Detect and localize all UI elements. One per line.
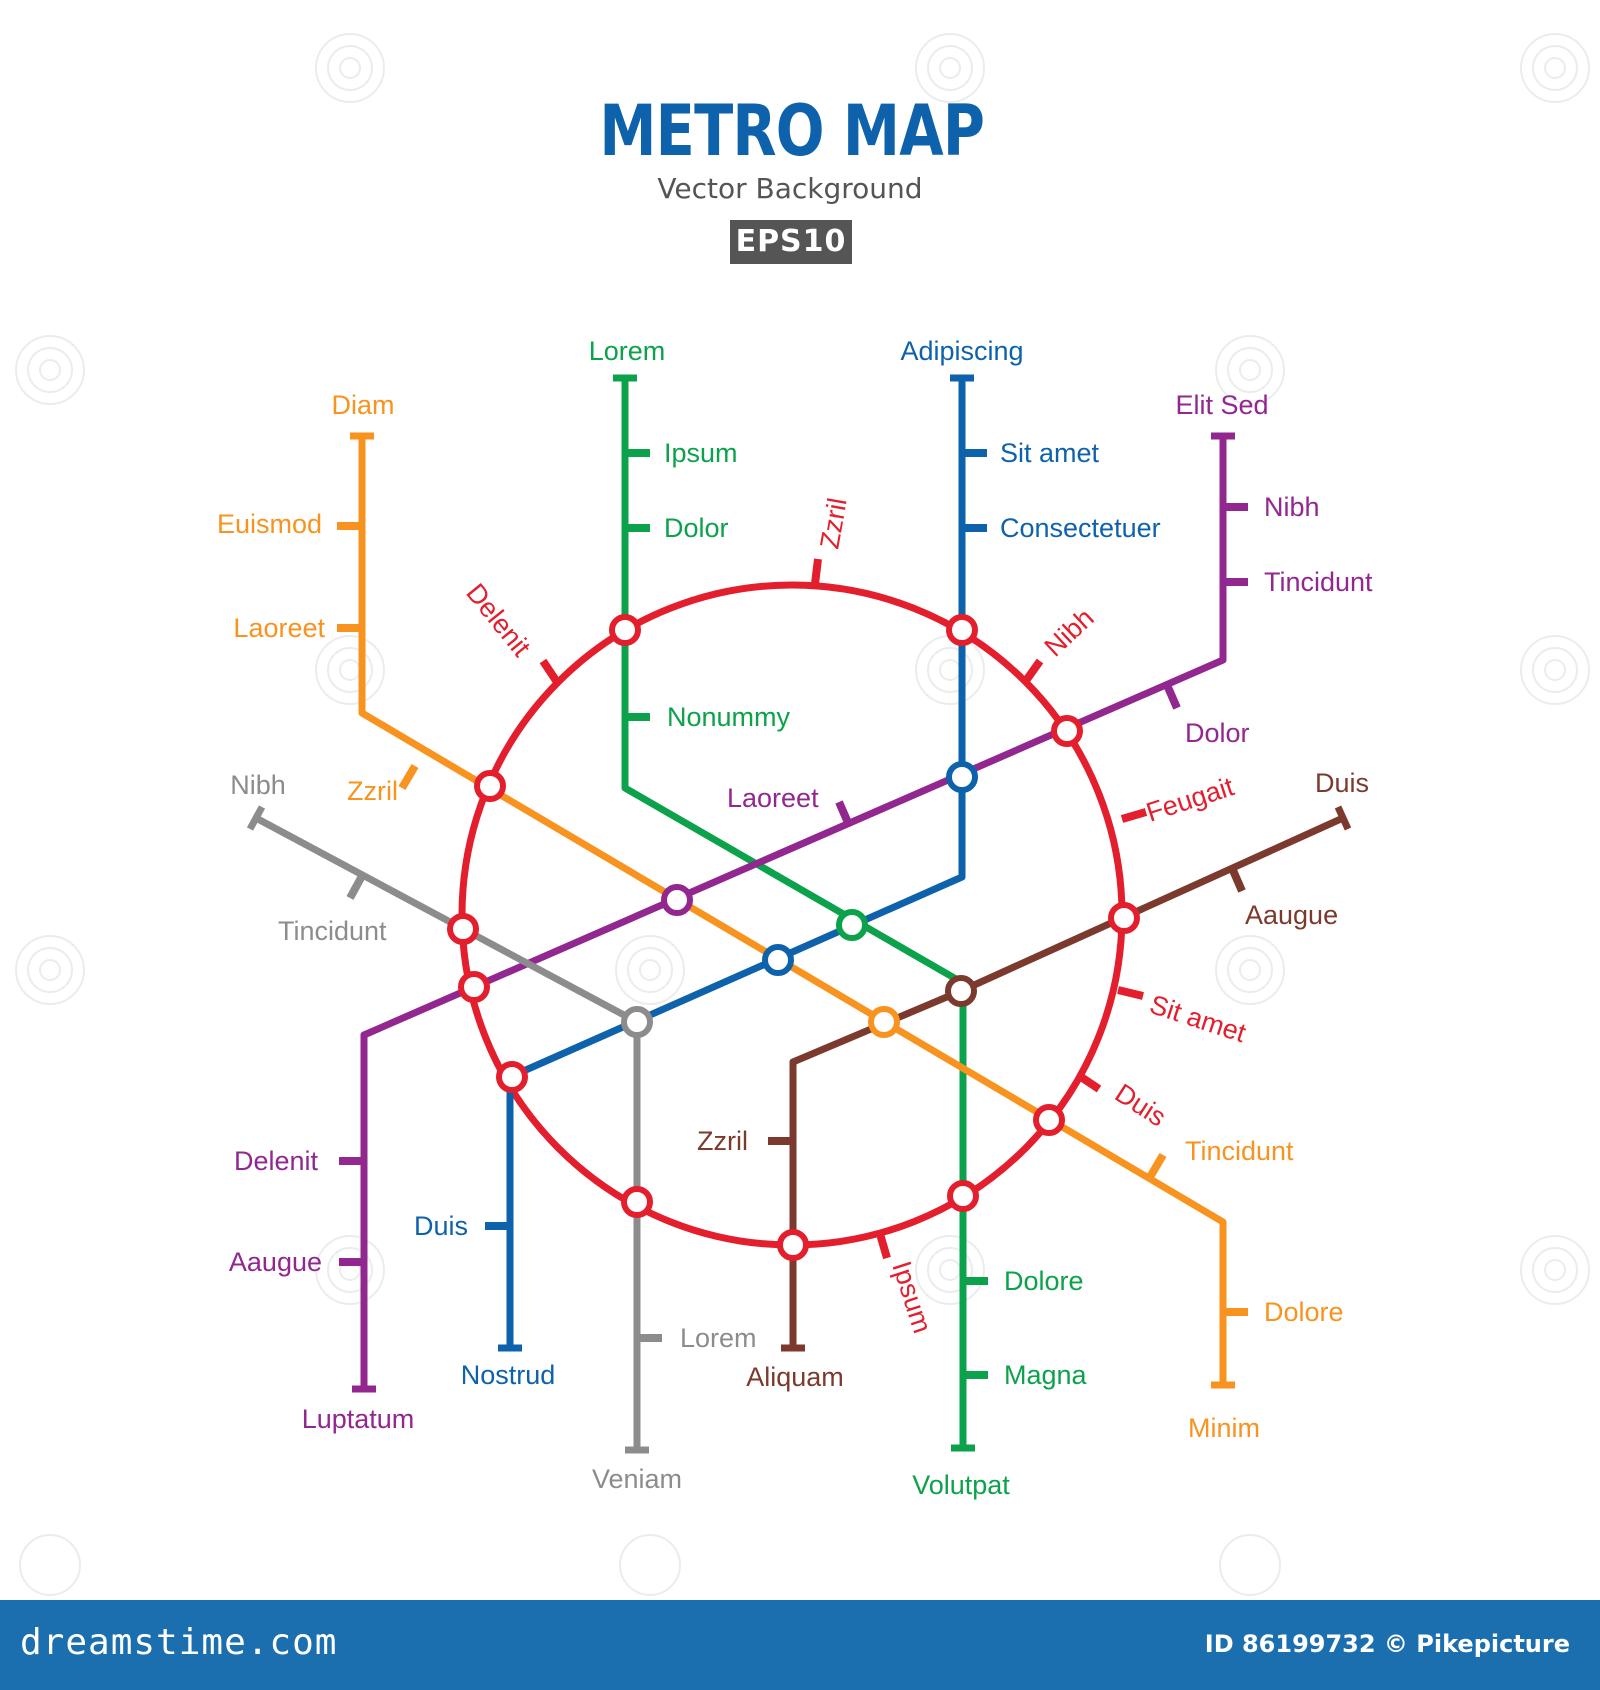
station-red-purple-west[interactable] <box>458 971 490 1003</box>
brown-end-top <box>1334 805 1352 831</box>
orange-stop-laoreet: Laoreet <box>233 613 325 643</box>
station-red-green-south[interactable] <box>947 1180 979 1212</box>
gray-stop-lorem: Lorem <box>680 1323 757 1353</box>
red-tick-6 <box>1075 1071 1102 1093</box>
eps-badge: EPS10 <box>730 220 852 264</box>
gray-terminal-top: Nibh <box>230 770 286 800</box>
footer-bar: dreamstime.com ID 86199732 © Pikepicture <box>0 1600 1600 1690</box>
red-tick-4 <box>1120 808 1148 823</box>
station-green-blue[interactable] <box>836 909 868 941</box>
purple-stop-laoreet: Laoreet <box>727 783 819 813</box>
red-tick-3 <box>1021 658 1044 685</box>
station-blue-purple[interactable] <box>946 761 978 793</box>
dreamstime-logo[interactable]: dreamstime.com <box>20 1622 338 1663</box>
green-stop-nonummy: Nonummy <box>667 702 791 732</box>
purple-tick-3 <box>1163 683 1181 710</box>
red-tick-7 <box>876 1232 891 1260</box>
brown-terminal-top: Duis <box>1315 768 1369 798</box>
brown-terminal-bottom: Aliquam <box>746 1362 844 1392</box>
station-red-blue-southwest[interactable] <box>496 1061 528 1093</box>
blue-stop-consectetuer: Consectetuer <box>1000 513 1161 543</box>
header: METRO MAP Vector Background EPS10 <box>0 0 1600 300</box>
brown-stop-zzril: Zzril <box>697 1126 748 1156</box>
orange-terminal-bottom: Minim <box>1188 1413 1260 1443</box>
red-stop-sit-amet: Sit amet <box>1146 989 1250 1048</box>
green-terminal-bottom: Volutpat <box>912 1470 1010 1500</box>
brown-tick-1 <box>1228 866 1246 893</box>
station-red-purple-east[interactable] <box>1051 715 1083 747</box>
station-blue-orange[interactable] <box>762 944 794 976</box>
gray-stop-tincidunt: Tincidunt <box>278 916 387 946</box>
orange-line <box>358 436 1227 1385</box>
purple-stop-aaugue: Aaugue <box>229 1247 322 1277</box>
image-credit: ID 86199732 © Pikepicture <box>1204 1630 1570 1658</box>
red-stop-zzril: Zzril <box>814 496 852 551</box>
red-tick-5 <box>1117 986 1144 1000</box>
station-red-brown-east[interactable] <box>1108 902 1140 934</box>
page-title: METRO MAP <box>599 90 985 172</box>
station-orange-brown[interactable] <box>868 1006 900 1038</box>
orange-terminal-top: Diam <box>331 390 394 420</box>
red-stop-duis: Duis <box>1110 1078 1172 1133</box>
station-red-orange-east[interactable] <box>1033 1104 1065 1136</box>
station-red-orange-west[interactable] <box>474 770 506 802</box>
orange-stop-dolore: Dolore <box>1264 1297 1344 1327</box>
purple-line <box>360 436 1227 1389</box>
blue-stop-sit-amet: Sit amet <box>1000 438 1100 468</box>
station-gray-blue-purple[interactable] <box>621 1006 653 1038</box>
blue-terminal-top: Adipiscing <box>900 336 1023 366</box>
purple-stop-delenit: Delenit <box>234 1146 319 1176</box>
orange-stop-tincidunt: Tincidunt <box>1185 1136 1294 1166</box>
brown-stop-aaugue: Aaugue <box>1245 900 1338 930</box>
page-subtitle: Vector Background <box>657 172 923 205</box>
orange-tick-4 <box>1146 1152 1167 1180</box>
orange-stop-euismod: Euismod <box>217 509 322 539</box>
red-stop-nibh: Nibh <box>1039 603 1100 663</box>
gray-line <box>254 814 641 1450</box>
green-stop-magna: Magna <box>1004 1360 1088 1390</box>
gray-tick-1 <box>346 874 366 900</box>
station-red-green-north[interactable] <box>609 614 641 646</box>
purple-stop-nibh: Nibh <box>1264 492 1320 522</box>
red-stop-delenit: Delenit <box>460 578 537 663</box>
red-tick-1 <box>811 558 822 585</box>
green-stop-dolore: Dolore <box>1004 1266 1084 1296</box>
blue-stop-duis: Duis <box>414 1211 468 1241</box>
red-tick-2 <box>539 658 561 685</box>
station-red-brown-south[interactable] <box>777 1229 809 1261</box>
orange-stop-zzril: Zzril <box>347 776 398 806</box>
red-stop-ipsum: Ipsum <box>886 1258 937 1337</box>
green-stop-ipsum: Ipsum <box>664 438 738 468</box>
purple-terminal-bottom: Luptatum <box>302 1404 415 1434</box>
gray-terminal-bottom: Veniam <box>592 1464 682 1494</box>
green-line <box>621 378 967 1448</box>
gray-end-top <box>246 805 266 831</box>
orange-tick-3 <box>398 763 419 791</box>
green-stop-dolor: Dolor <box>664 513 729 543</box>
red-stop-feugait: Feugait <box>1143 771 1238 828</box>
green-terminal-top: Lorem <box>589 336 666 366</box>
purple-tick-4 <box>835 800 853 827</box>
blue-terminal-bottom: Nostrud <box>461 1360 556 1390</box>
blue-line <box>506 378 966 1348</box>
purple-terminal-top: Elit Sed <box>1175 390 1268 420</box>
station-purple-orange[interactable] <box>661 884 693 916</box>
station-red-blue-north[interactable] <box>946 614 978 646</box>
purple-stop-tincidunt: Tincidunt <box>1264 567 1373 597</box>
purple-stop-dolor: Dolor <box>1185 718 1250 748</box>
station-red-gray-west[interactable] <box>447 913 479 945</box>
station-brown-green[interactable] <box>945 975 977 1007</box>
metro-map: Lorem Ipsum Dolor Nonummy Dolore Magna V… <box>217 336 1373 1500</box>
station-red-gray-south[interactable] <box>621 1186 653 1218</box>
